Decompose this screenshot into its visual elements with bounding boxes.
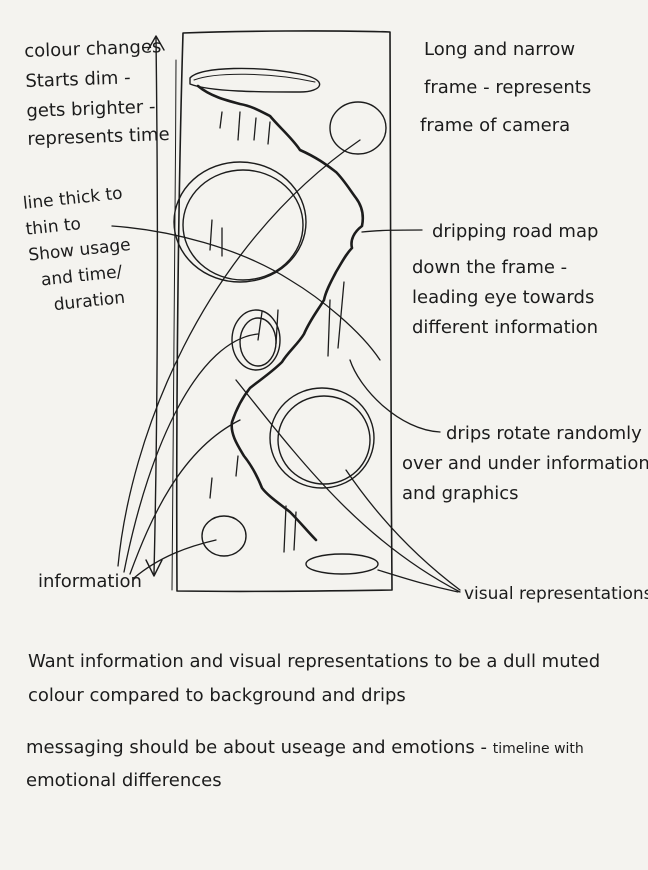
note-line-thickness: line thick to thin to Show usage and tim… — [22, 183, 137, 317]
note-line: dripping road map — [432, 221, 599, 242]
top-oval — [189, 67, 321, 93]
circle-top-right — [329, 101, 387, 155]
circle-mid-left-inner — [239, 317, 277, 367]
note-line: Want information and visual representati… — [28, 651, 601, 672]
note-line: Long and narrow — [424, 39, 576, 60]
note-line: thin to — [24, 214, 82, 240]
circle-large — [173, 161, 307, 283]
circle-lower-right — [269, 387, 375, 489]
pointer-info-4 — [133, 539, 217, 579]
note-line: messaging should be about useage and emo… — [26, 738, 584, 759]
note-line: emotional differences — [26, 770, 222, 791]
bottom-oval — [305, 553, 379, 575]
note-line: drips rotate randomly — [446, 423, 642, 444]
circle-lower-right-inner — [277, 395, 371, 485]
top-oval-inner — [193, 73, 316, 83]
pointer-drips — [349, 359, 441, 433]
note-line: frame of camera — [420, 115, 571, 136]
note-line: and graphics — [402, 483, 519, 504]
pointer-info-3 — [129, 419, 241, 575]
time-arrow — [145, 35, 165, 577]
label-visual-representations: visual representations — [464, 584, 648, 604]
pointer-line-thickness — [111, 225, 381, 361]
pointer-road-map — [361, 229, 423, 233]
pointer-lines — [111, 139, 461, 593]
note-line: Starts dim - — [25, 67, 131, 92]
camera-frame — [175, 30, 393, 593]
note-messaging: messaging should be about useage and emo… — [26, 738, 584, 791]
info-circles — [173, 101, 387, 575]
note-drips-rotate: drips rotate randomly over and under inf… — [402, 424, 648, 504]
note-muted-colour: Want information and visual representati… — [28, 652, 600, 706]
note-line: leading eye towards — [412, 287, 595, 308]
note-line: colour compared to background and drips — [28, 685, 406, 706]
note-line: gets brighter - — [26, 96, 156, 122]
circle-large-inner — [182, 169, 304, 281]
pointer-info-1 — [117, 139, 361, 567]
note-road-map: dripping road map down the frame - leadi… — [412, 222, 598, 338]
note-line: over and under information — [402, 453, 648, 474]
note-line: different information — [412, 317, 599, 338]
drip-ticks — [209, 111, 345, 553]
dripping-road-map — [196, 84, 365, 542]
note-line: down the frame - — [412, 257, 568, 278]
pointer-visual-3 — [377, 569, 459, 593]
note-line: colour changes — [23, 36, 162, 62]
note-line: frame - represents — [424, 77, 592, 98]
pointer-info-2 — [123, 333, 259, 573]
note-text: timeline with — [492, 741, 584, 757]
circle-mid-left — [231, 309, 281, 371]
note-colour-changes: colour changes Starts dim - gets brighte… — [23, 36, 170, 150]
note-frame: Long and narrow frame - represents frame… — [420, 39, 592, 136]
pointer-visual-1 — [235, 379, 461, 593]
note-text: messaging should be about useage and emo… — [26, 737, 488, 758]
note-line: Show usage — [27, 234, 132, 266]
circle-bottom-left — [201, 515, 247, 557]
label-information: information — [38, 571, 142, 592]
pointer-visual-2 — [345, 469, 461, 591]
note-line: and time/ — [40, 262, 124, 291]
frame-inner-edge — [171, 59, 177, 591]
